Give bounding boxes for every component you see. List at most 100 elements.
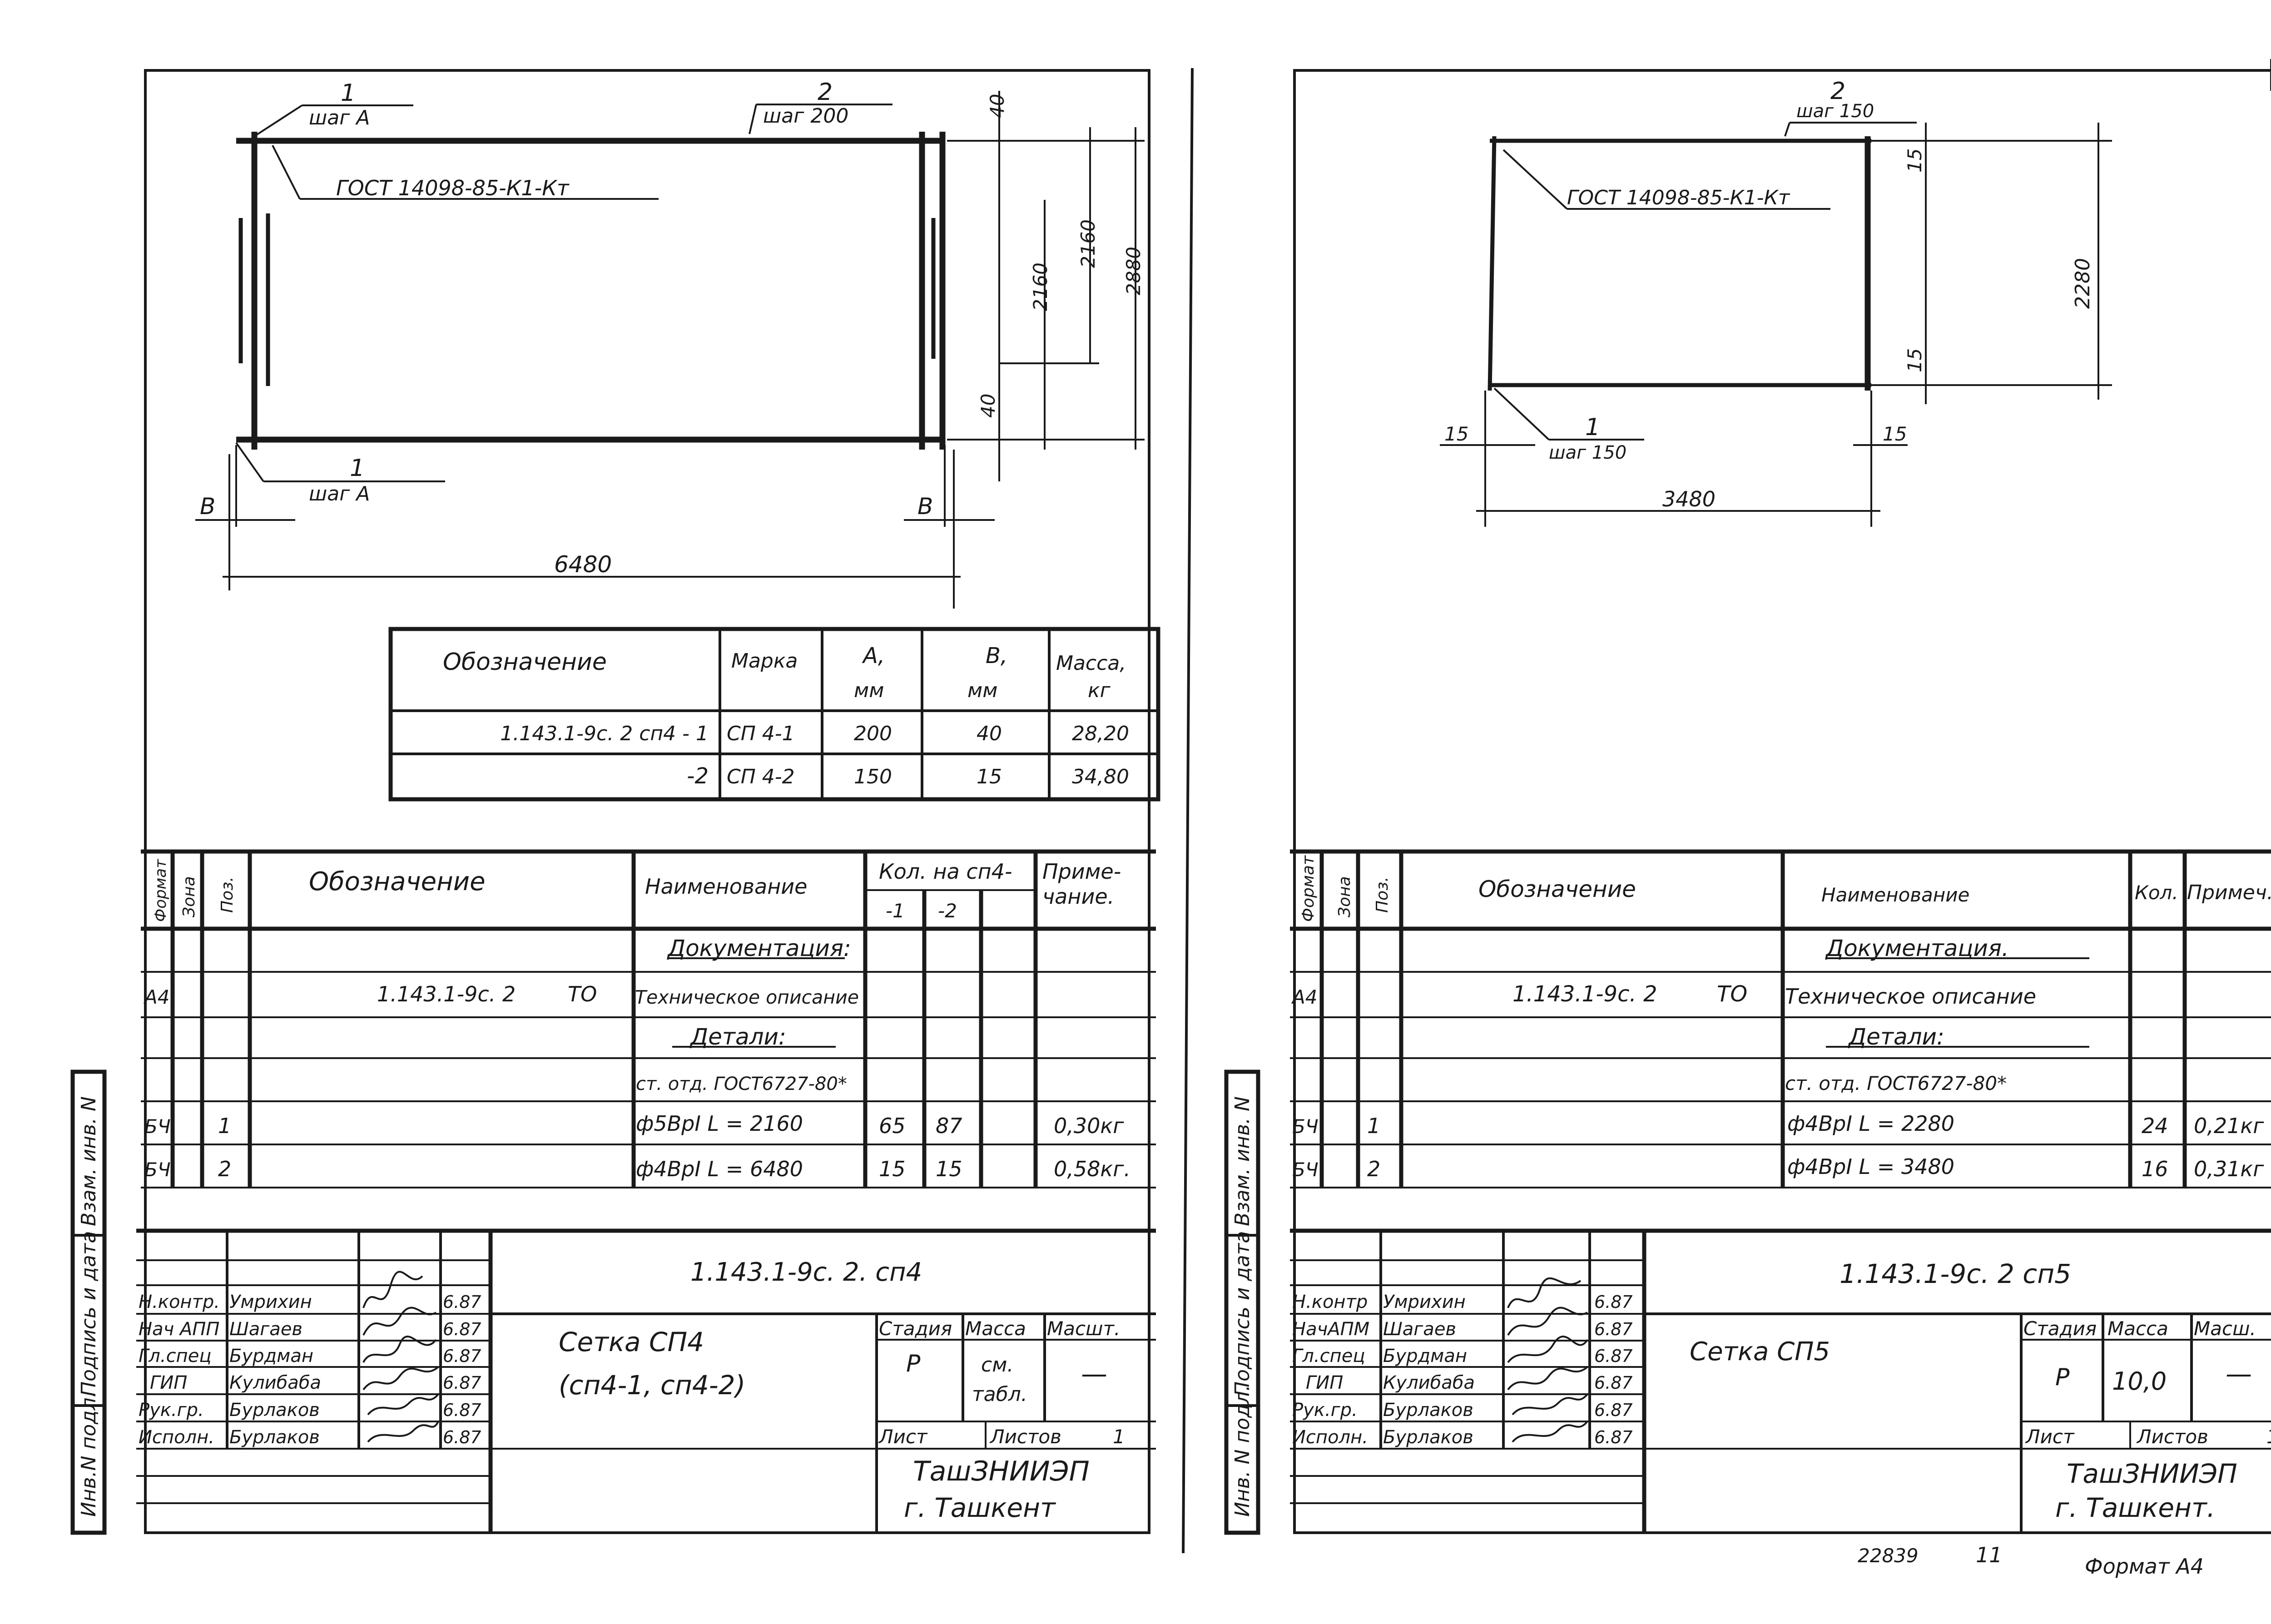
left-mt-r2-mass: 34,80	[1072, 765, 1129, 788]
right-tb-p2-date: 6.87	[1594, 1319, 1633, 1339]
left-mesh-drawing: 1 шаг А 2 шаг 200 ГОСТ 14098-85-К1-Кт 1 …	[195, 79, 1145, 609]
left-tb-p2-date: 6.87	[443, 1319, 481, 1339]
right-side-signature: Подпись и дата	[1231, 1231, 1254, 1396]
left-spec-r2-pos: 2	[218, 1157, 231, 1181]
left-spec-r1-q1: 65	[879, 1114, 906, 1138]
right-spec-steel: ст. отд. ГОСТ6727-80*	[1785, 1072, 2007, 1094]
left-spec-a4-designation: 1.143.1-9с. 2	[377, 982, 516, 1006]
right-tb-stage: Р	[2055, 1364, 2070, 1391]
left-spec-r1-pos: 1	[218, 1114, 231, 1138]
left-spec-r2-format: БЧ	[144, 1159, 171, 1181]
right-tb-p3-name: Бурдман	[1383, 1346, 1467, 1367]
left-spec-h-qty-2: -2	[938, 900, 957, 922]
left-tb-p6-date: 6.87	[443, 1427, 481, 1447]
right-side-replaced: Взам. инв. N	[1231, 1096, 1254, 1226]
right-spec-h-name: Наименование	[1821, 884, 1969, 906]
right-spec-h-note: Примеч.	[2187, 881, 2271, 904]
left-spec-h-designation: Обозначение	[309, 867, 486, 896]
right-spec-parts-section: Детали:	[1848, 1024, 1944, 1050]
left-dim-2880: 2880	[1122, 247, 1145, 295]
left-tb-p4-date: 6.87	[443, 1373, 481, 1393]
left-spec-r1-note: 0,30кг	[1054, 1114, 1124, 1138]
left-side-signature: Подпись и дата	[77, 1231, 100, 1396]
right-tb-p1-name: Умрихин	[1383, 1292, 1466, 1312]
right-pos1: 1	[1585, 414, 1600, 441]
right-spec-r2-format: БЧ	[1292, 1159, 1319, 1181]
left-tb-org-1: ТашЗНИИЭП	[913, 1456, 1090, 1487]
right-tb-p6-date: 6.87	[1594, 1427, 1633, 1447]
left-mt-h-b-unit: мм	[967, 679, 997, 702]
right-tb-p3-date: 6.87	[1594, 1346, 1633, 1366]
right-tb-org-2: г. Ташкент.	[2055, 1492, 2215, 1523]
left-tb-p5-name: Бурлаков	[229, 1400, 320, 1421]
right-dim-2280: 2280	[2071, 258, 2094, 309]
left-mt-h-mark: Марка	[731, 649, 798, 673]
left-tb-p6-role: Исполн.	[139, 1427, 214, 1448]
right-tb-mass: 10,0	[2112, 1367, 2167, 1396]
left-tb-p5-date: 6.87	[443, 1400, 481, 1420]
left-tb-stage-h: Стадия	[879, 1317, 952, 1340]
left-dim-2160-b: 2160	[1077, 219, 1099, 268]
left-step-200: шаг 200	[763, 104, 848, 128]
right-spec-r2-note: 0,31кг	[2194, 1157, 2264, 1181]
left-tb-mass-h: Масса	[965, 1317, 1026, 1340]
left-dim-40-bottom: 40	[977, 394, 999, 418]
left-spec-r2-name: ф4ВрI L = 6480	[636, 1157, 803, 1181]
left-tb-sheets: 1	[1113, 1426, 1125, 1448]
right-tb-sheets: 1	[2266, 1426, 2271, 1448]
left-tb-p1-name: Умрихин	[229, 1292, 312, 1312]
right-dim-15-right: 15	[1883, 423, 1907, 445]
left-side-inv: Инв.N подл.	[77, 1391, 100, 1517]
left-spec-r2-note: 0,58кг.	[1054, 1157, 1131, 1181]
left-spec-a4-name: Техническое описание	[635, 986, 859, 1008]
right-spec-r2-name: ф4ВрI L = 3480	[1787, 1154, 1954, 1179]
left-tb-p6-name: Бурлаков	[229, 1427, 320, 1448]
footer: 22839 11 Формат А4	[1858, 1543, 2204, 1579]
left-tb-scale-h: Масшт.	[1047, 1317, 1120, 1340]
right-tb-scale-h: Масш.	[2194, 1317, 2256, 1340]
left-spec-r2-q1: 15	[879, 1157, 906, 1181]
right-dim-3480: 3480	[1662, 487, 1716, 511]
left-signatures	[362, 1271, 439, 1443]
right-spec-h-pos: Поз.	[1373, 876, 1392, 913]
right-tb-stage-h: Стадия	[2023, 1317, 2097, 1340]
left-mt-r1-mark: СП 4-1	[727, 722, 795, 745]
left-tb-p2-name: Шагаев	[229, 1319, 302, 1340]
right-title-block: 1.143.1-9с. 2 сп5 Сетка СП5 Стадия Масса…	[1290, 1228, 2271, 1533]
right-dim-15-left: 15	[1444, 423, 1468, 445]
right-tb-p4-date: 6.87	[1594, 1373, 1633, 1393]
left-dim-40-top: 40	[986, 94, 1008, 118]
left-spec-a4-format: А4	[143, 986, 169, 1008]
right-spec-a4-format: А4	[1291, 986, 1317, 1008]
left-tb-p3-name: Бурдман	[229, 1346, 313, 1367]
left-sheet: 1 шаг А 2 шаг 200 ГОСТ 14098-85-К1-Кт 1 …	[70, 69, 1160, 1535]
left-mt-h-b: В,	[986, 643, 1007, 668]
left-tb-p3-date: 6.87	[443, 1346, 481, 1366]
right-tb-p1-role: Н.контр	[1292, 1292, 1368, 1312]
footer-format: Формат А4	[2085, 1554, 2204, 1579]
left-mt-h-mass: Масса,	[1056, 652, 1126, 675]
right-frame	[1293, 69, 2271, 1534]
right-mesh-drawing: 2 шаг 150 ГОСТ 14098-85-К1-Кт 1 шаг 150 …	[1440, 78, 2112, 527]
right-pos2: 2	[1830, 78, 1845, 105]
left-spec-steel: ст. отд. ГОСТ6727-80*	[636, 1074, 847, 1094]
left-tb-p5-role: Рук.гр.	[139, 1400, 204, 1421]
right-spec-r2-pos: 2	[1367, 1157, 1380, 1181]
left-mt-r2-designation: -2	[687, 763, 709, 789]
left-tb-sheets-h: Листов	[989, 1426, 1061, 1448]
right-dim-15-top: 15	[1904, 149, 1926, 173]
left-mt-r2-a: 150	[854, 765, 892, 788]
right-tb-p6-role: Исполн.	[1292, 1427, 1368, 1448]
left-tb-p4-name: Кулибаба	[229, 1372, 321, 1393]
left-spec-h-note-2: чание.	[1042, 884, 1114, 909]
left-mt-r1-designation: 1.143.1-9с. 2 сп4 - 1	[500, 722, 709, 745]
left-mt-h-mass-unit: кг	[1088, 679, 1111, 702]
left-tb-mass-1: см.	[981, 1353, 1013, 1376]
right-side-strip: Инв. N подл. Подпись и дата Взам. инв. N	[1224, 1069, 1260, 1535]
left-mark-table: Обозначение Марка А, мм В, мм Масса, кг …	[388, 627, 1160, 802]
right-spec-r1-pos: 1	[1367, 1114, 1380, 1138]
right-spec-r1-name: ф4ВрI L = 2280	[1787, 1111, 1954, 1136]
right-dim-15-mid: 15	[1904, 348, 1926, 372]
right-spec-r1-note: 0,21кг	[2194, 1114, 2264, 1138]
